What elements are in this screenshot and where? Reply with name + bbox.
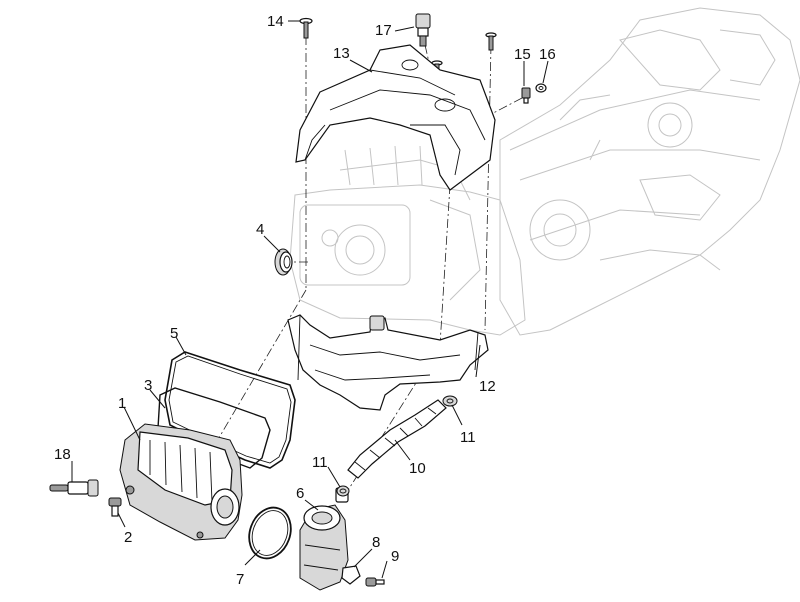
part-4-seal-ring	[274, 248, 293, 276]
part-18-spark-plug	[49, 479, 99, 497]
callout-5: 5	[170, 325, 178, 342]
part-16-washer	[535, 83, 547, 93]
part-14-screw	[299, 17, 313, 39]
callout-2: 2	[124, 529, 132, 546]
callout-15: 15	[514, 46, 531, 63]
callout-10: 10	[409, 460, 426, 477]
callout-11-lower: 11	[312, 454, 328, 471]
part-15-bolt	[521, 87, 531, 104]
callout-1: 1	[118, 395, 126, 412]
callout-7: 7	[236, 571, 244, 588]
part-6-thermostat-housing	[299, 487, 349, 591]
callout-12: 12	[479, 378, 496, 395]
part-12-lower-tray	[287, 314, 489, 411]
callout-9: 9	[391, 548, 399, 565]
engine-block-ghost	[289, 145, 526, 336]
callout-13: 13	[333, 45, 350, 62]
callout-16: 16	[539, 46, 556, 63]
part-1-valve-cover	[119, 423, 243, 541]
callout-numbers: 1 2 3 4 5 6 7 8 9 10 11 11 12 13 14 15 1…	[54, 13, 556, 588]
callout-6: 6	[296, 485, 304, 502]
part-17-sensor	[415, 13, 431, 47]
part-5-gasket	[164, 351, 296, 469]
callout-3: 3	[144, 377, 152, 394]
callout-11-upper: 11	[460, 429, 476, 446]
callout-4: 4	[256, 221, 264, 238]
part-9-screw	[365, 577, 385, 587]
crankcase-ghost	[499, 7, 800, 336]
callout-14: 14	[267, 13, 284, 30]
part-2-bolt	[108, 497, 122, 517]
callout-17: 17	[375, 22, 392, 39]
part-13-upper-cover	[295, 44, 496, 191]
part-7-o-ring	[248, 506, 292, 560]
callout-8: 8	[372, 534, 380, 551]
part-8-clip	[341, 565, 361, 585]
part-10-hose	[347, 399, 447, 479]
part-11-clamp-upper	[442, 395, 458, 407]
leader-lines	[71, 20, 549, 579]
callout-18: 18	[54, 446, 71, 463]
part-11-clamp-lower	[336, 485, 350, 497]
